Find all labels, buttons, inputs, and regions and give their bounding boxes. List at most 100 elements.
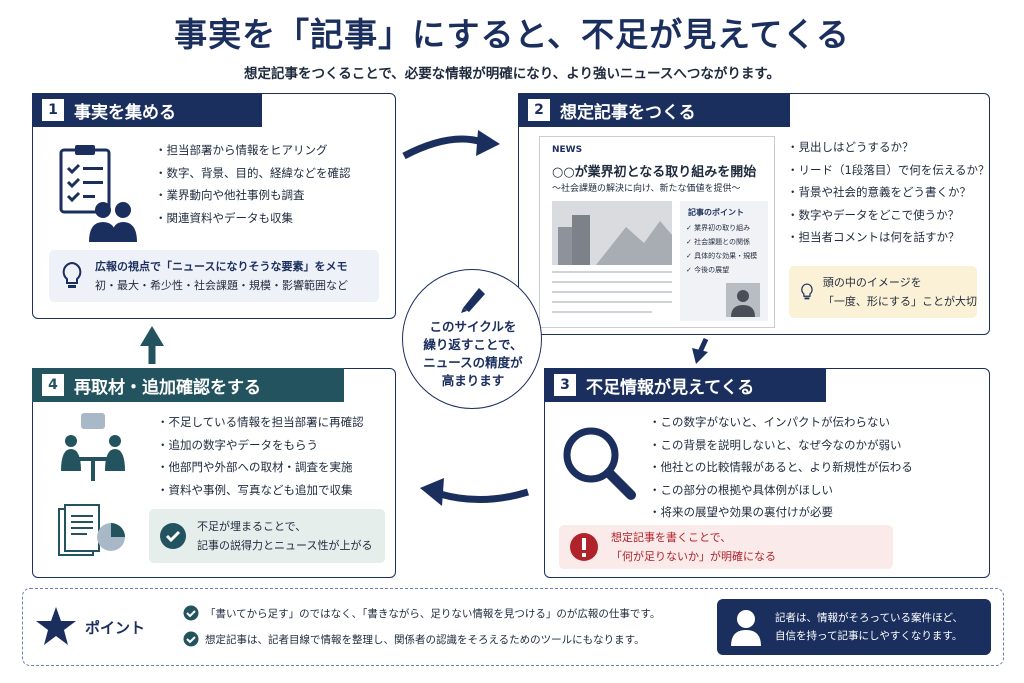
step2-note-line1: 頭の中のイメージを xyxy=(822,276,922,289)
article-line xyxy=(552,281,672,283)
step4-panel: 4 再取材・追加確認をする 不足している情報を担当部署に再確認 追加の数字やデー… xyxy=(32,368,396,578)
step4-header: 4 再取材・追加確認をする xyxy=(32,368,344,402)
step4-number: 4 xyxy=(42,374,64,396)
article-line xyxy=(552,271,672,273)
step4-note-line1: 不足が埋まることで、 xyxy=(197,520,307,533)
center-cycle-circle: このサイクルを 繰り返すことで、 ニュースの精度が 高まります xyxy=(402,269,542,409)
center-line: ニュースの精度が xyxy=(423,355,523,370)
point-box: ポイント 「書いてから足す」のではなく、「書きながら、足りない情報を見つける」の… xyxy=(22,588,1004,666)
point-label: ポイント xyxy=(85,619,146,637)
step3-list: この数字がないと、インパクトが伝わらない この背景を説明しないと、なぜ今なのかが… xyxy=(649,411,913,524)
step3-panel: 3 不足情報が見えてくる この数字がないと、インパクトが伝わらない この背景を説… xyxy=(544,368,990,578)
step2-panel: 2 想定記事をつくる NEWS ○○が業界初となる取り組みを開始 ～社会課題の解… xyxy=(518,93,990,335)
article-point: ✓ 具体的な効果・規模 xyxy=(686,252,758,260)
arrow-head-2-to-3 xyxy=(692,348,708,364)
page-title: 事実を「記事」にすると、不足が見えてくる xyxy=(174,15,850,54)
step2-number: 2 xyxy=(528,99,550,121)
lightbulb-icon xyxy=(801,283,813,300)
step1-item: 数字、背景、目的、経緯などを確認 xyxy=(155,162,351,185)
arrow-head-3-to-4 xyxy=(420,478,444,506)
center-text: このサイクルを 繰り返すことで、 ニュースの精度が 高まります xyxy=(403,318,543,390)
step2-note-line2: 「一度、形にする」ことが大切 xyxy=(822,295,977,308)
step2-title: 想定記事をつくる xyxy=(560,102,696,123)
article-point-text: 業界初の取り組み xyxy=(694,224,751,232)
step1-item: 担当部署から情報をヒアリング xyxy=(155,139,351,162)
point-item: 「書いてから足す」のではなく、「書きながら、足りない情報を見つける」のが広報の仕… xyxy=(183,605,660,621)
article-points-box: 記事のポイント ✓ 業界初の取り組み ✓ 社会課題との関係 ✓ 具体的な効果・規… xyxy=(680,201,768,321)
alert-icon xyxy=(570,533,598,561)
step3-item: この数字がないと、インパクトが伝わらない xyxy=(649,411,913,434)
arrow-2-to-3 xyxy=(697,337,709,354)
article-point: ✓ 社会課題との関係 xyxy=(686,238,751,246)
article-point-text: 今後の展望 xyxy=(694,266,730,274)
article-point: ✓ 業界初の取り組み xyxy=(686,224,751,232)
arrow-1-to-2 xyxy=(402,135,484,160)
step2-item: リード（1段落目）で何を伝えるか？ xyxy=(787,159,990,182)
step4-item: 資料や事例、写真なども追加で収集 xyxy=(157,479,364,502)
step3-item: この部分の根拠や具体例がほしい xyxy=(649,479,913,502)
step2-note: 頭の中のイメージを 「一度、形にする」ことが大切 xyxy=(789,266,977,318)
article-points-title: 記事のポイント xyxy=(688,208,744,217)
step4-note: 不足が埋まることで、 記事の説得力とニュース性が上がる xyxy=(149,509,385,563)
step2-item: 見出しはどうするか？ xyxy=(787,136,989,159)
article-line xyxy=(552,301,672,303)
article-headline: ○○が業界初となる取り組みを開始 xyxy=(552,165,757,180)
article-photo xyxy=(552,201,672,265)
article-point-text: 社会課題との関係 xyxy=(694,238,751,246)
step1-panel: 1 事実を集める 担当部署から情報をヒアリング 数字、背景、目的、経緯などを確認… xyxy=(32,93,396,319)
center-line: 高まります xyxy=(441,373,505,388)
meeting-icon xyxy=(61,413,125,481)
step1-header: 1 事実を集める xyxy=(32,93,262,127)
page-subtitle: 想定記事をつくることで、必要な情報が明確になり、より強いニュースへつながります。 xyxy=(244,66,780,82)
step3-item: この背景を説明しないと、なぜ今なのかが弱い xyxy=(649,434,913,457)
arrow-3-to-4 xyxy=(439,488,530,503)
step4-title: 再取材・追加確認をする xyxy=(74,377,261,398)
magnifier-icon xyxy=(563,427,636,500)
step4-note-line2: 記事の説得力とニュース性が上がる xyxy=(197,539,373,552)
step4-item: 不足している情報を担当部署に再確認 xyxy=(157,411,364,434)
reporter-callout: 記者は、情報がそろっている案件ほど、 自信を持って記事にしやすくなります。 xyxy=(717,599,991,655)
article-mockup: NEWS ○○が業界初となる取り組みを開始 ～社会課題の解決に向け、新たな価値を… xyxy=(539,136,775,328)
step3-header: 3 不足情報が見えてくる xyxy=(544,368,826,402)
step2-item: 担当者コメントは何を話すか？ xyxy=(787,226,989,249)
point-item: 想定記事は、記者目線で情報を整理し、関係者の認識をそろえるためのツールにもなりま… xyxy=(183,631,645,647)
article-point: ✓ 今後の展望 xyxy=(686,266,730,274)
step1-note-line2: 初・最大・希少性・社会課題・規模・影響範囲など xyxy=(95,279,348,292)
article-subhead: ～社会課題の解決に向け、新たな価値を提供～ xyxy=(552,184,741,194)
check-circle-icon xyxy=(160,523,186,549)
article-line xyxy=(552,311,652,313)
step3-note: 想定記事を書くことで、 「何が足りないか」が明確になる xyxy=(559,525,893,569)
people-icon xyxy=(89,202,137,242)
step3-title: 不足情報が見えてくる xyxy=(586,377,755,398)
step1-list: 担当部署から情報をヒアリング 数字、背景、目的、経緯などを確認 業界動向や他社事… xyxy=(155,139,351,229)
step2-list: 見出しはどうするか？ リード（1段落目）で何を伝えるか？ 背景や社会的意義をどう… xyxy=(787,136,990,249)
step2-item: 数字やデータをどこで使うか？ xyxy=(787,204,989,227)
reporter-icon xyxy=(731,610,761,646)
article-tag: NEWS xyxy=(552,145,583,155)
check-circle-icon xyxy=(183,631,199,647)
step4-item: 他部門や外部への取材・調査を実施 xyxy=(157,456,364,479)
person-photo-icon xyxy=(726,283,760,317)
step2-item: 背景や社会的意義をどう書くか？ xyxy=(787,181,989,204)
document-chart-icon xyxy=(58,504,125,556)
step3-note-line2: 「何が足りないか」が明確になる xyxy=(611,550,776,563)
step1-note: 広報の視点で「ニュースになりそうな要素」をメモ 初・最大・希少性・社会課題・規模… xyxy=(49,250,379,302)
reporter-callout-line1: 記者は、情報がそろっている案件ほど、 xyxy=(775,612,963,624)
step4-item: 追加の数字やデータをもらう xyxy=(157,434,364,457)
step3-item: 将来の展望や効果の裏付けが必要 xyxy=(649,501,913,524)
center-line: このサイクルを xyxy=(429,319,517,334)
step3-item: 他社との比較情報があると、より新規性が伝わる xyxy=(649,456,913,479)
step2-header: 2 想定記事をつくる xyxy=(518,93,790,127)
step1-number: 1 xyxy=(42,99,64,121)
check-circle-icon xyxy=(183,605,199,621)
step3-note-line1: 想定記事を書くことで、 xyxy=(611,531,732,544)
star-icon xyxy=(36,607,76,645)
point-item-text: 想定記事は、記者目線で情報を整理し、関係者の認識をそろえるためのツールにもなりま… xyxy=(205,633,645,646)
lightbulb-icon xyxy=(62,261,82,288)
step3-number: 3 xyxy=(554,374,576,396)
reporter-callout-line2: 自信を持って記事にしやすくなります。 xyxy=(775,630,963,642)
arrow-head-1-to-2 xyxy=(476,130,500,156)
step1-item: 業界動向や他社事例も調査 xyxy=(155,184,351,207)
checklist-icon xyxy=(59,145,111,214)
step1-note-line1: 広報の視点で「ニュースになりそうな要素」をメモ xyxy=(95,260,348,273)
